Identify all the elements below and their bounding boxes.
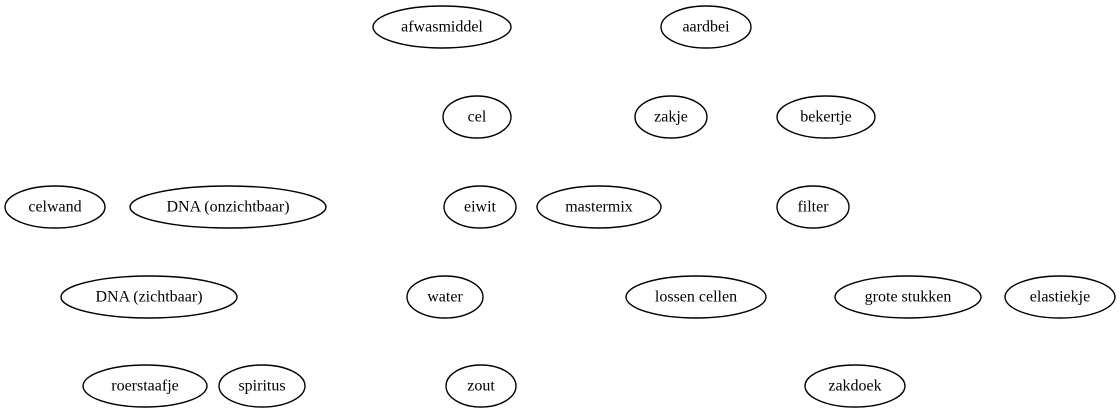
node-bekertje-ellipse <box>776 95 876 139</box>
node-grote-stukken-ellipse <box>834 275 982 319</box>
node-grote-stukken-label: grote stukken <box>865 289 952 306</box>
node-aardbei: aardbei <box>660 5 752 49</box>
node-water-ellipse <box>406 275 484 319</box>
node-filter-ellipse <box>776 185 850 229</box>
node-afwasmiddel-label: afwasmiddel <box>401 19 483 36</box>
node-spiritus: spiritus <box>218 364 306 408</box>
node-zakdoek-ellipse <box>804 364 906 408</box>
node-dna-zichtbaar-label: DNA (zichtbaar) <box>95 289 202 306</box>
node-roerstaafje-label: roerstaafje <box>111 378 179 395</box>
node-zakdoek: zakdoek <box>804 364 906 408</box>
node-lossen-cellen: lossen cellen <box>625 275 767 319</box>
node-elastiekje-ellipse <box>1004 275 1116 319</box>
node-zout-label: zout <box>467 378 495 395</box>
node-aardbei-label: aardbei <box>682 19 730 36</box>
node-eiwit-ellipse <box>443 185 517 229</box>
node-water-label: water <box>427 289 463 306</box>
node-dna-zichtbaar: DNA (zichtbaar) <box>60 275 238 319</box>
node-mastermix-ellipse <box>536 185 662 229</box>
node-dna-zichtbaar-ellipse <box>60 275 238 319</box>
node-filter-label: filter <box>797 199 829 216</box>
node-lossen-cellen-label: lossen cellen <box>655 289 737 306</box>
node-celwand: celwand <box>4 185 106 229</box>
node-cel: cel <box>442 95 512 139</box>
node-mastermix-label: mastermix <box>565 199 633 216</box>
node-bekertje-label: bekertje <box>800 109 852 126</box>
node-grote-stukken: grote stukken <box>834 275 982 319</box>
node-zakje-label: zakje <box>654 109 688 126</box>
node-lossen-cellen-ellipse <box>625 275 767 319</box>
node-celwand-label: celwand <box>28 199 81 216</box>
node-water: water <box>406 275 484 319</box>
node-elastiekje-label: elastiekje <box>1030 289 1090 306</box>
node-filter: filter <box>776 185 850 229</box>
node-afwasmiddel-ellipse <box>372 5 512 49</box>
node-eiwit: eiwit <box>443 185 517 229</box>
node-bekertje: bekertje <box>776 95 876 139</box>
node-zout: zout <box>445 364 517 408</box>
node-afwasmiddel: afwasmiddel <box>372 5 512 49</box>
node-eiwit-label: eiwit <box>464 199 497 216</box>
node-aardbei-ellipse <box>660 5 752 49</box>
node-cel-ellipse <box>442 95 512 139</box>
node-zakdoek-label: zakdoek <box>828 378 881 395</box>
node-spiritus-label: spiritus <box>238 378 285 395</box>
node-cel-label: cel <box>468 109 487 126</box>
node-zakje-ellipse <box>634 95 708 139</box>
node-roerstaafje-ellipse <box>82 364 208 408</box>
node-dna-onzichtbaar: DNA (onzichtbaar) <box>129 185 327 229</box>
node-spiritus-ellipse <box>218 364 306 408</box>
node-elastiekje: elastiekje <box>1004 275 1116 319</box>
node-celwand-ellipse <box>4 185 106 229</box>
node-roerstaafje: roerstaafje <box>82 364 208 408</box>
node-zout-ellipse <box>445 364 517 408</box>
node-dna-onzichtbaar-ellipse <box>129 185 327 229</box>
node-mastermix: mastermix <box>536 185 662 229</box>
node-zakje: zakje <box>634 95 708 139</box>
node-dna-onzichtbaar-label: DNA (onzichtbaar) <box>166 199 289 216</box>
